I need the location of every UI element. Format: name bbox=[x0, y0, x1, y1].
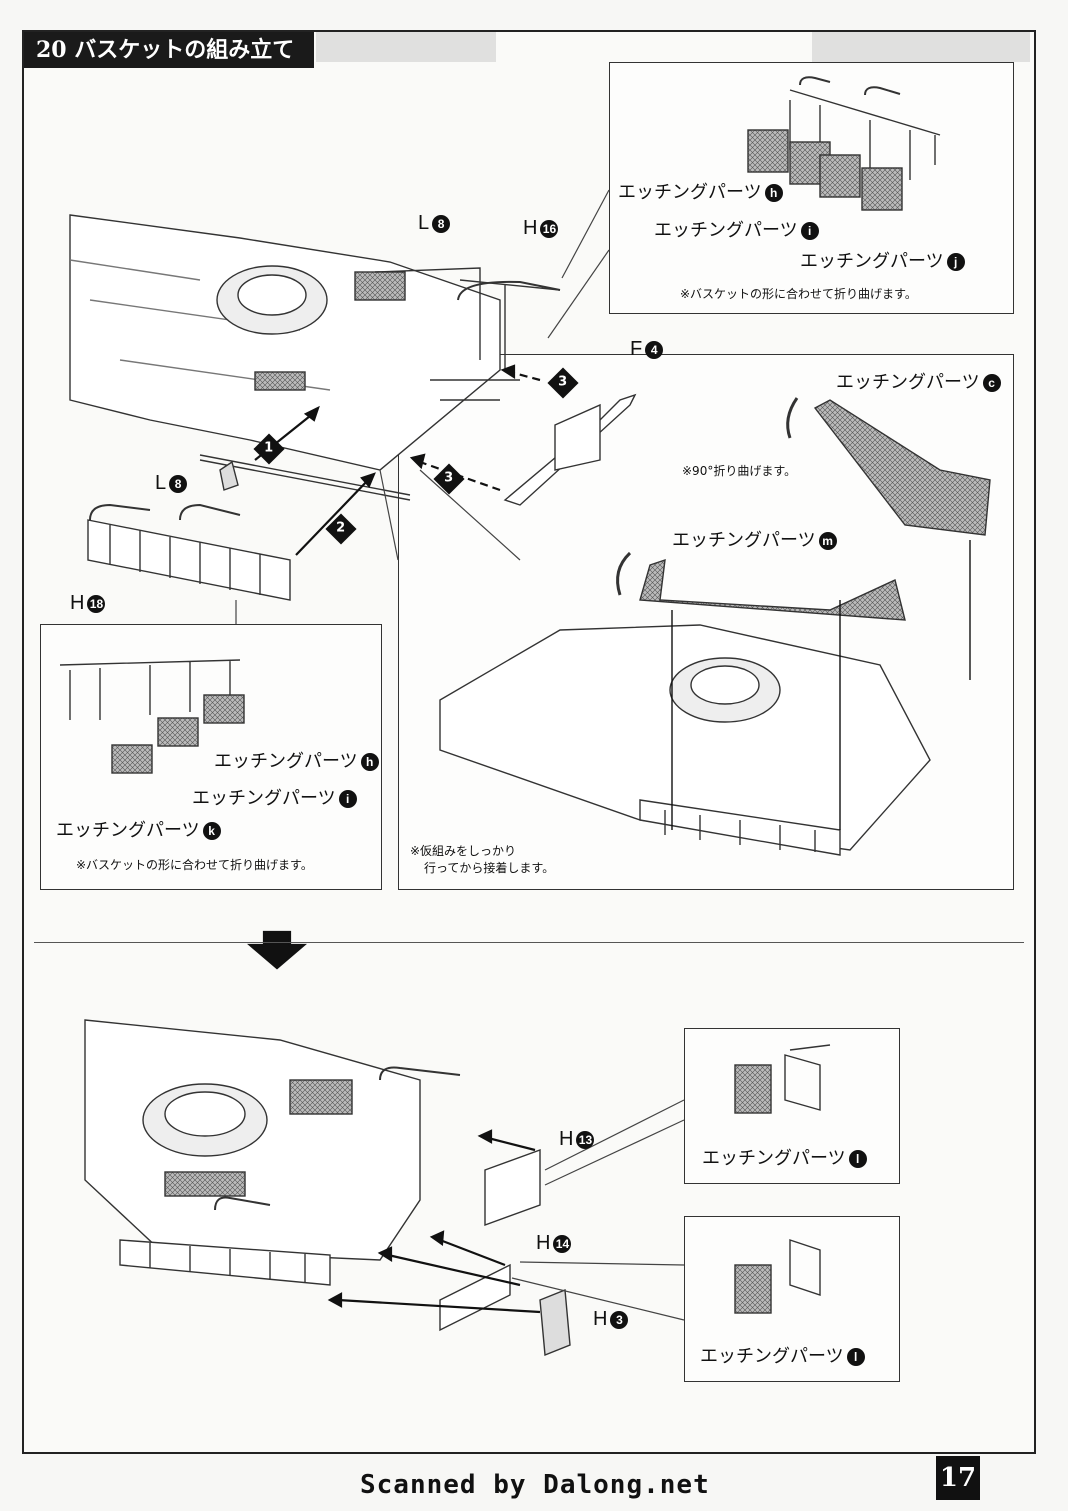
detail-box-top-right bbox=[609, 62, 1014, 314]
bleed-through-bar bbox=[812, 32, 1030, 62]
section-title: 20 バスケットの組み立て bbox=[24, 32, 314, 68]
note-bend-90: ※90°折り曲げます。 bbox=[682, 464, 797, 478]
page-number: 17 bbox=[936, 1456, 980, 1500]
scan-credit: Scanned by Dalong.net bbox=[360, 1470, 710, 1500]
detail-box-left bbox=[40, 624, 382, 890]
note-bend-basket-top: ※バスケットの形に合わせて折り曲げます。 bbox=[680, 287, 917, 301]
bleed-through-bar bbox=[316, 32, 496, 62]
note-temp-fit-1: ※仮組みをしっかり bbox=[410, 844, 517, 858]
note-bend-basket-left: ※バスケットの形に合わせて折り曲げます。 bbox=[76, 858, 313, 872]
section-divider bbox=[34, 942, 1024, 943]
note-temp-fit-2: 行ってから接着します。 bbox=[424, 861, 555, 875]
